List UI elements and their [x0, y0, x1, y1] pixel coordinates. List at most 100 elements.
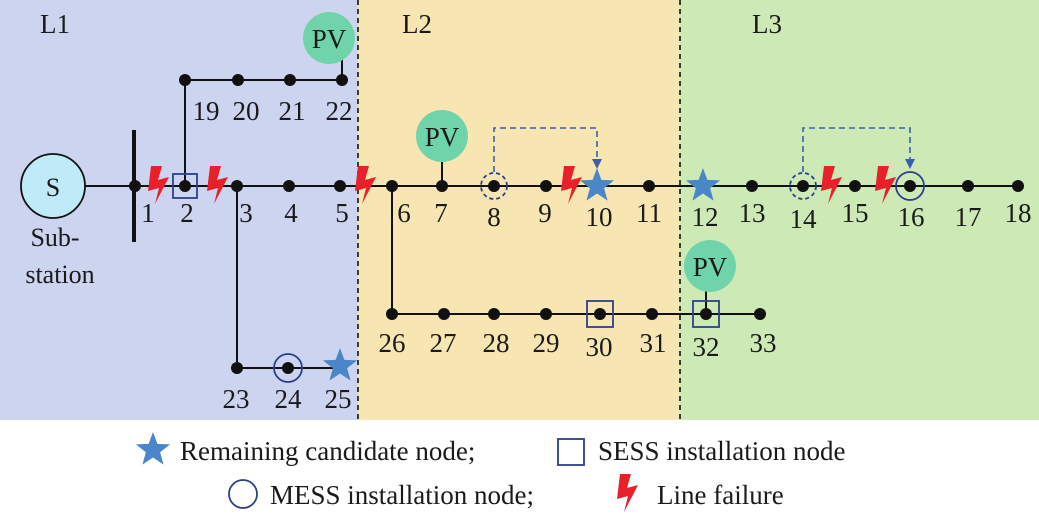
region-label-l1: L1 — [40, 9, 70, 39]
node-dot — [488, 180, 500, 192]
node-label-26: 26 — [379, 328, 406, 358]
substation-caption-line1: Sub- — [30, 223, 79, 252]
node-label-32: 32 — [693, 332, 720, 362]
star-shape — [135, 432, 171, 465]
legend: Remaining candidate node; SESS installat… — [135, 432, 846, 512]
node-label-33: 33 — [750, 328, 777, 358]
node-dot — [179, 74, 191, 86]
node-dots — [129, 74, 1024, 374]
mess-marker-16 — [895, 171, 925, 201]
sess-marker-2 — [172, 173, 198, 199]
node-label-11: 11 — [636, 198, 662, 228]
node-label-25: 25 — [325, 384, 352, 414]
candidate-star-icon — [322, 348, 358, 381]
node-label-4: 4 — [284, 198, 298, 228]
node-dot — [232, 74, 244, 86]
line-failure-bolt-icon — [148, 166, 169, 204]
region-label-l2: L2 — [402, 9, 432, 39]
node-label-19: 19 — [193, 96, 220, 126]
region-label-l3: L3 — [752, 9, 782, 39]
line-failure-bolt-icon — [821, 166, 842, 204]
node-dot — [594, 308, 606, 320]
node-label-22: 22 — [326, 96, 353, 126]
node-label-9: 9 — [538, 198, 552, 228]
node-dot — [438, 308, 450, 320]
pv-unit-32: PV — [684, 240, 736, 292]
node-label-10: 10 — [586, 202, 613, 232]
node-label-12: 12 — [692, 202, 719, 232]
node-dot — [231, 362, 243, 374]
node-labels: 1 2 3 4 5 6 7 8 9 10 11 12 13 14 15 16 1… — [141, 96, 1031, 414]
node-label-27: 27 — [430, 328, 457, 358]
node-label-28: 28 — [483, 328, 510, 358]
node-dot — [540, 308, 552, 320]
node-label-20: 20 — [233, 96, 260, 126]
node-dot — [231, 180, 243, 192]
node-dot — [488, 308, 500, 320]
pv-label: PV — [425, 122, 460, 152]
legend-candidate-text: Remaining candidate node; — [180, 436, 475, 466]
candidate-star-icon — [685, 168, 721, 201]
node-label-31: 31 — [640, 328, 667, 358]
region-l3 — [680, 0, 1039, 420]
line-failure-bolt-icon — [207, 166, 228, 204]
region-l2 — [358, 0, 680, 420]
node-label-7: 7 — [434, 198, 448, 228]
node-dot — [540, 180, 552, 192]
node-dot — [386, 308, 398, 320]
node-label-21: 21 — [279, 96, 306, 126]
node-dot — [282, 362, 294, 374]
mess-marker-14-dashed — [789, 172, 817, 200]
pv-label: PV — [312, 24, 347, 54]
node-label-23: 23 — [223, 384, 250, 414]
node-label-2: 2 — [180, 198, 194, 228]
node-dot — [1012, 180, 1024, 192]
dashed-link-14-16 — [802, 127, 911, 172]
substation-symbol — [20, 153, 86, 219]
sess-marker-30 — [586, 300, 614, 328]
node-label-1: 1 — [141, 198, 155, 228]
line-failure-bolt-icon — [875, 166, 896, 204]
node-dot — [797, 180, 809, 192]
node-dot — [284, 74, 296, 86]
mess-transfer-links — [493, 127, 911, 172]
node-dot — [334, 180, 346, 192]
node-label-16: 16 — [898, 202, 925, 232]
dashed-link-8-10 — [493, 127, 598, 172]
legend-mess-text: MESS installation node; — [270, 480, 534, 510]
line-failures — [148, 166, 896, 204]
node-label-5: 5 — [335, 198, 349, 228]
node-dot — [646, 308, 658, 320]
legend-failure-bolt-icon — [617, 474, 638, 512]
legend-candidate-star-icon — [135, 432, 171, 465]
node-label-14: 14 — [790, 204, 818, 234]
node-dot — [129, 180, 141, 192]
pv-unit-7: PV — [416, 110, 468, 162]
line-failure-bolt-icon — [561, 166, 582, 204]
mess-marker-8-dashed — [480, 172, 508, 200]
node-label-6: 6 — [397, 198, 411, 228]
node-dot — [746, 180, 758, 192]
node-dot — [962, 180, 974, 192]
node-dot — [754, 308, 766, 320]
node-label-29: 29 — [533, 328, 560, 358]
substation-caption-line2: station — [25, 260, 94, 289]
candidate-stars — [322, 168, 721, 381]
node-dot — [386, 180, 398, 192]
node-label-30: 30 — [586, 332, 613, 362]
line-failure-bolt-icon — [355, 166, 376, 204]
legend-sess-text: SESS installation node — [598, 436, 846, 466]
node-label-17: 17 — [955, 202, 982, 232]
node-label-13: 13 — [739, 198, 766, 228]
node-dot — [179, 180, 191, 192]
node-dot — [643, 180, 655, 192]
node-label-8: 8 — [487, 202, 501, 232]
mess-marker-24 — [273, 353, 303, 383]
node-dot — [700, 308, 712, 320]
node-dot — [849, 180, 861, 192]
bolt-shape — [617, 474, 638, 512]
node-dot — [336, 74, 348, 86]
candidate-star-icon — [579, 168, 615, 201]
node-label-18: 18 — [1005, 198, 1032, 228]
